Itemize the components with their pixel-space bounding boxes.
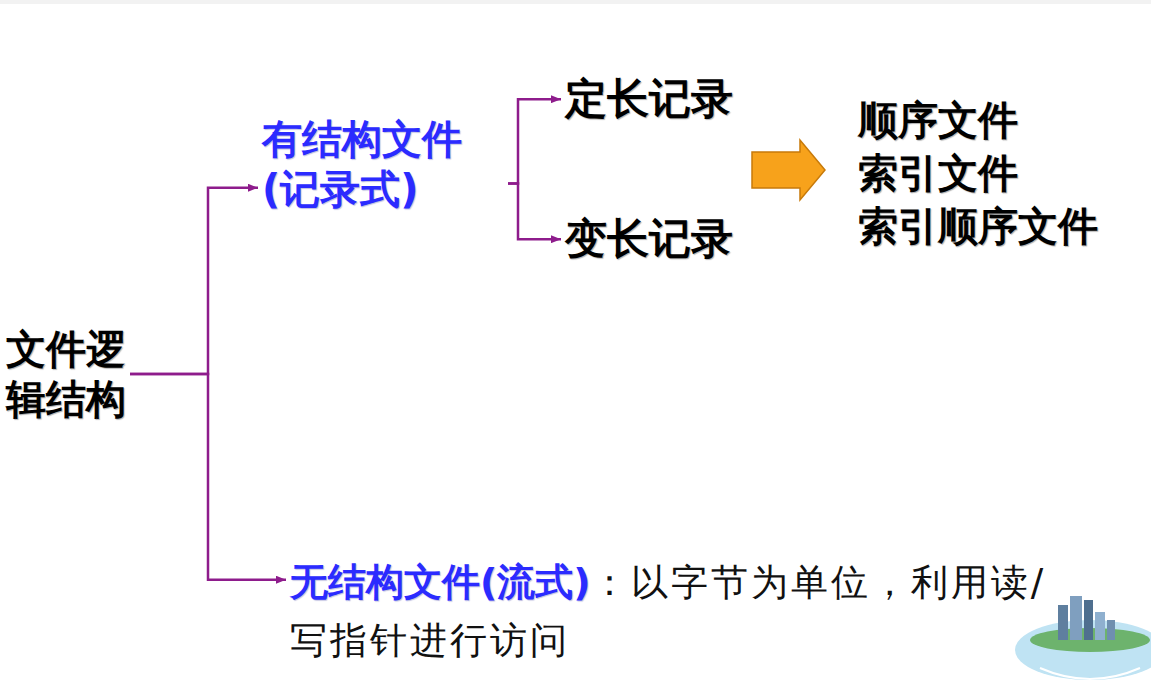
node-text: 无结构文件(流式) <box>290 560 591 604</box>
node-text: 顺序文件 <box>858 94 1098 147</box>
category-label: 无结构文件(流式)：以字节为单位，利用读/写指针进行访问 <box>286 548 1086 675</box>
file-type-list: 顺序文件索引文件索引顺序文件 <box>854 90 1102 256</box>
root-label: 文件逻辑结构 <box>2 320 130 428</box>
node-text: 文件逻辑结构 <box>6 324 126 424</box>
building-icon <box>1015 596 1151 680</box>
node-text: 索引文件 <box>858 147 1098 200</box>
wave <box>1040 668 1140 679</box>
tower <box>1058 605 1068 640</box>
node-text: 索引顺序文件 <box>858 200 1098 253</box>
bracket-connector <box>508 99 561 183</box>
bracket-connector <box>130 188 258 374</box>
tower <box>1070 596 1082 640</box>
island-base <box>1015 620 1151 680</box>
tower <box>1107 620 1115 640</box>
record-label: 定长记录 <box>561 70 737 128</box>
bracket-connector <box>508 183 561 239</box>
top-band <box>0 0 1151 4</box>
record-label: 变长记录 <box>561 210 737 268</box>
node-text: 变长记录 <box>565 214 733 264</box>
orange-arrow <box>752 140 825 200</box>
node-text: 定长记录 <box>565 74 733 124</box>
node-text: 有结构文件(记录式) <box>262 114 474 214</box>
category-label: 有结构文件(记录式) <box>258 110 508 218</box>
bracket-connector <box>130 374 286 580</box>
tower <box>1095 612 1105 640</box>
tower <box>1084 600 1093 640</box>
